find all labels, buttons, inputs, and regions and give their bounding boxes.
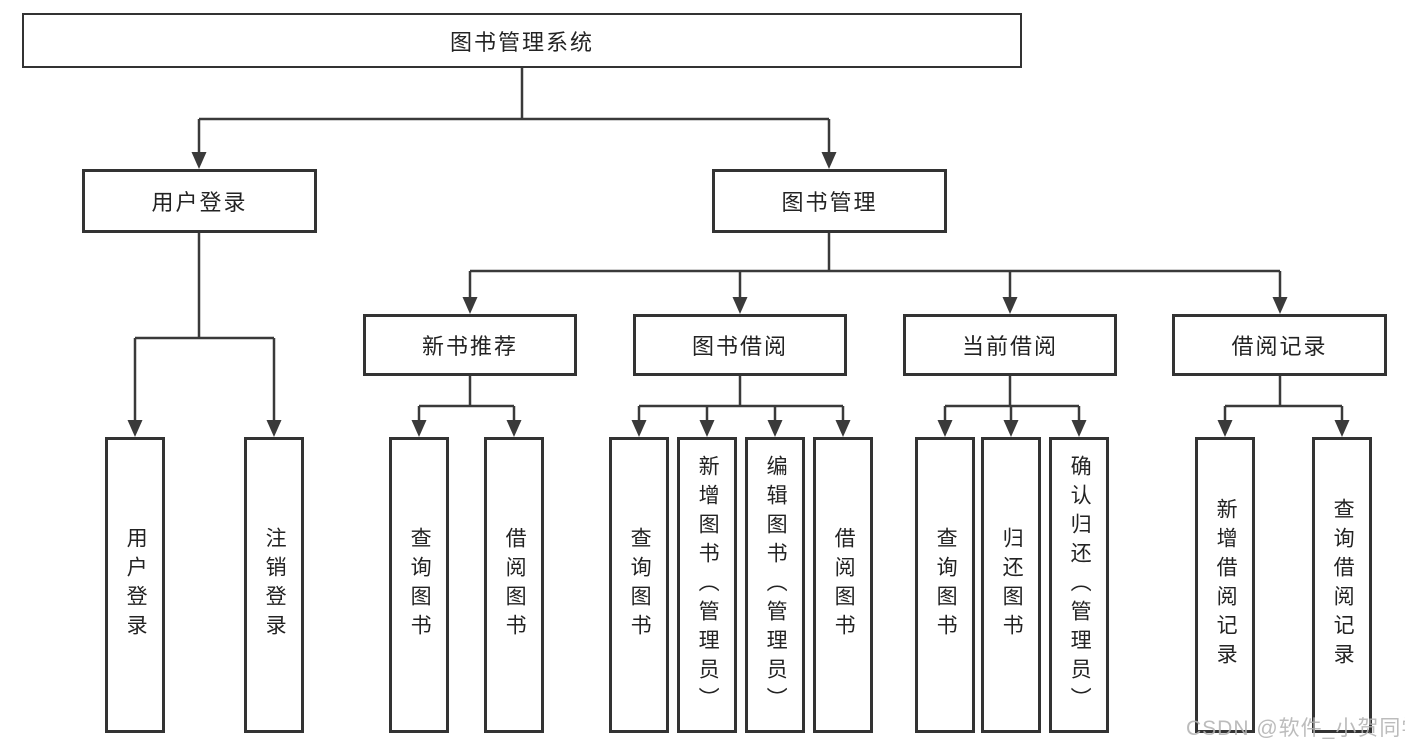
node-label: 确认归还（管理员） <box>1068 454 1092 716</box>
node-label: 查询图书 <box>934 527 958 643</box>
arrowhead-icon <box>835 420 851 437</box>
node-user-login: 用户登录 <box>82 169 317 233</box>
arrowhead-icon <box>411 420 427 437</box>
node-current-borrow: 当前借阅 <box>903 314 1117 376</box>
arrowhead-icon <box>821 152 837 169</box>
arrowhead-icon <box>732 297 748 314</box>
node-book-management: 图书管理 <box>712 169 947 233</box>
arrowhead-icon <box>462 297 478 314</box>
arrowhead-icon <box>1002 297 1018 314</box>
node-label: 借阅图书 <box>503 527 527 643</box>
node-label: 查询图书 <box>628 527 652 643</box>
arrowhead-icon <box>937 420 953 437</box>
node-label: 新增借阅记录 <box>1214 498 1238 672</box>
arrowhead-icon <box>1071 420 1087 437</box>
leaf-borrow-add-book-admin: 新增图书（管理员） <box>677 437 737 733</box>
connector-bookborrow-to-leaves <box>637 376 845 422</box>
arrowhead-icon <box>266 420 282 437</box>
leaf-logout: 注销登录 <box>244 437 304 733</box>
node-label: 查询借阅记录 <box>1331 498 1355 672</box>
arrowhead-icon <box>1272 297 1288 314</box>
arrowhead-icon <box>699 420 715 437</box>
node-label: 图书管理系统 <box>449 29 594 55</box>
connector-userlogin-to-leaves <box>133 233 276 422</box>
node-label: 新增图书（管理员） <box>696 454 720 716</box>
arrowhead-icon <box>1003 420 1019 437</box>
node-label: 图书借阅 <box>691 334 788 359</box>
arrowhead-icon <box>1334 420 1350 437</box>
leaf-records-query-record: 查询借阅记录 <box>1312 437 1372 733</box>
leaf-newbook-borrow-book: 借阅图书 <box>484 437 544 733</box>
connector-records-to-leaves <box>1223 376 1344 422</box>
node-borrow-records: 借阅记录 <box>1172 314 1387 376</box>
node-root-system: 图书管理系统 <box>22 13 1022 68</box>
leaf-borrow-borrow-book: 借阅图书 <box>813 437 873 733</box>
leaf-borrow-edit-book-admin: 编辑图书（管理员） <box>745 437 805 733</box>
arrowhead-icon <box>191 152 207 169</box>
node-label: 查询图书 <box>408 527 432 643</box>
arrowhead-icon <box>631 420 647 437</box>
leaf-newbook-query-book: 查询图书 <box>389 437 449 733</box>
connector-root-to-level2 <box>197 68 831 154</box>
leaf-records-add-record: 新增借阅记录 <box>1195 437 1255 733</box>
node-label: 借阅图书 <box>832 527 856 643</box>
leaf-user-login: 用户登录 <box>105 437 165 733</box>
leaf-current-confirm-return-admin: 确认归还（管理员） <box>1049 437 1109 733</box>
connector-bookmgmt-to-level3 <box>468 233 1282 299</box>
node-new-book-recommend: 新书推荐 <box>363 314 577 376</box>
node-label: 用户登录 <box>124 527 148 643</box>
csdn-watermark: CSDN @软件_小贺同学 <box>1186 717 1405 740</box>
node-book-borrow: 图书借阅 <box>633 314 847 376</box>
connector-currentborrow-to-leaves <box>943 376 1081 422</box>
node-label: 新书推荐 <box>421 334 518 359</box>
arrowhead-icon <box>767 420 783 437</box>
node-label: 当前借阅 <box>961 334 1058 359</box>
node-label: 图书管理 <box>781 190 878 215</box>
node-label: 借阅记录 <box>1231 334 1328 359</box>
node-label: 归还图书 <box>1000 527 1024 643</box>
arrowhead-icon <box>127 420 143 437</box>
node-label: 编辑图书（管理员） <box>764 454 788 716</box>
node-label: 用户登录 <box>151 190 248 215</box>
leaf-borrow-query-book: 查询图书 <box>609 437 669 733</box>
node-label: 注销登录 <box>263 527 287 643</box>
arrowhead-icon <box>506 420 522 437</box>
connector-newbook-to-leaves <box>417 376 516 422</box>
leaf-current-query-book: 查询图书 <box>915 437 975 733</box>
leaf-current-return-book: 归还图书 <box>981 437 1041 733</box>
arrowhead-icon <box>1217 420 1233 437</box>
